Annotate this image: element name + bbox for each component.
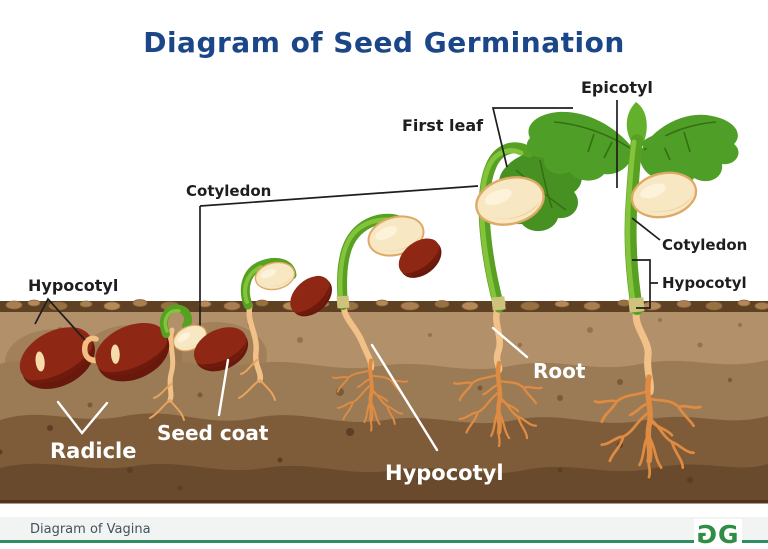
logo-g-mirrored: G: [696, 521, 717, 547]
leader-lines-back: [199, 185, 479, 326]
label-first-leaf: First leaf: [402, 116, 484, 135]
label-hypocotyl-right: Hypocotyl: [662, 274, 747, 292]
stage-2-seed-radicle: [82, 312, 179, 393]
label-seed-coat: Seed coat: [157, 421, 269, 445]
label-root: Root: [533, 359, 586, 383]
roots-underground: [149, 300, 700, 477]
root-leader: [491, 326, 529, 359]
label-cotyledon-right: Cotyledon: [662, 236, 747, 254]
stage-7-established-seedling: [526, 102, 739, 315]
footer-rule: [0, 540, 768, 543]
stage-4-emerging-hook: [240, 257, 340, 325]
label-cotyledon-left: Cotyledon: [186, 182, 271, 200]
hypocotyl-bottom-leader: [370, 343, 439, 452]
footer-bar: Diagram of Vagina: [0, 517, 768, 541]
geeksforgeeks-logo: G G: [694, 519, 742, 549]
footer-caption: Diagram of Vagina: [30, 521, 151, 537]
shoot-tip: [626, 102, 647, 146]
label-hypocotyl-bottom: Hypocotyl: [385, 461, 504, 485]
hypocotyl-left-leader: [34, 297, 86, 341]
cotyledon-right-leader: [631, 217, 661, 241]
stage-6-first-leaf-seedling: [470, 142, 582, 313]
radicle-sprout: [82, 335, 107, 364]
soil-speckles: [0, 318, 742, 491]
seed-coat-leader: [217, 358, 230, 417]
soil-cross-section: [0, 299, 768, 504]
label-epicotyl: Epicotyl: [581, 78, 653, 97]
stage-3-splitting-seed: [159, 304, 256, 380]
left-leaf: [526, 111, 634, 181]
stage-5-arched-seedling: [336, 209, 449, 310]
logo-g: G: [718, 521, 739, 547]
label-radicle: Radicle: [50, 439, 136, 463]
first-leaf-leader: [491, 107, 573, 168]
hypocotyl-right-bracket: [632, 259, 658, 309]
page-title: Diagram of Seed Germination: [143, 26, 625, 59]
radicle-leader: [56, 400, 109, 435]
geeksforgeeks-logo-glyphs: G G: [696, 521, 739, 547]
diagram-labels: Hypocotyl Cotyledon First leaf Epicotyl …: [28, 78, 747, 485]
cotyledon-left-leader: [199, 185, 479, 326]
leader-lines-front: [34, 100, 661, 452]
label-hypocotyl-left: Hypocotyl: [28, 276, 118, 295]
footer: Diagram of Vagina G G: [0, 505, 768, 549]
